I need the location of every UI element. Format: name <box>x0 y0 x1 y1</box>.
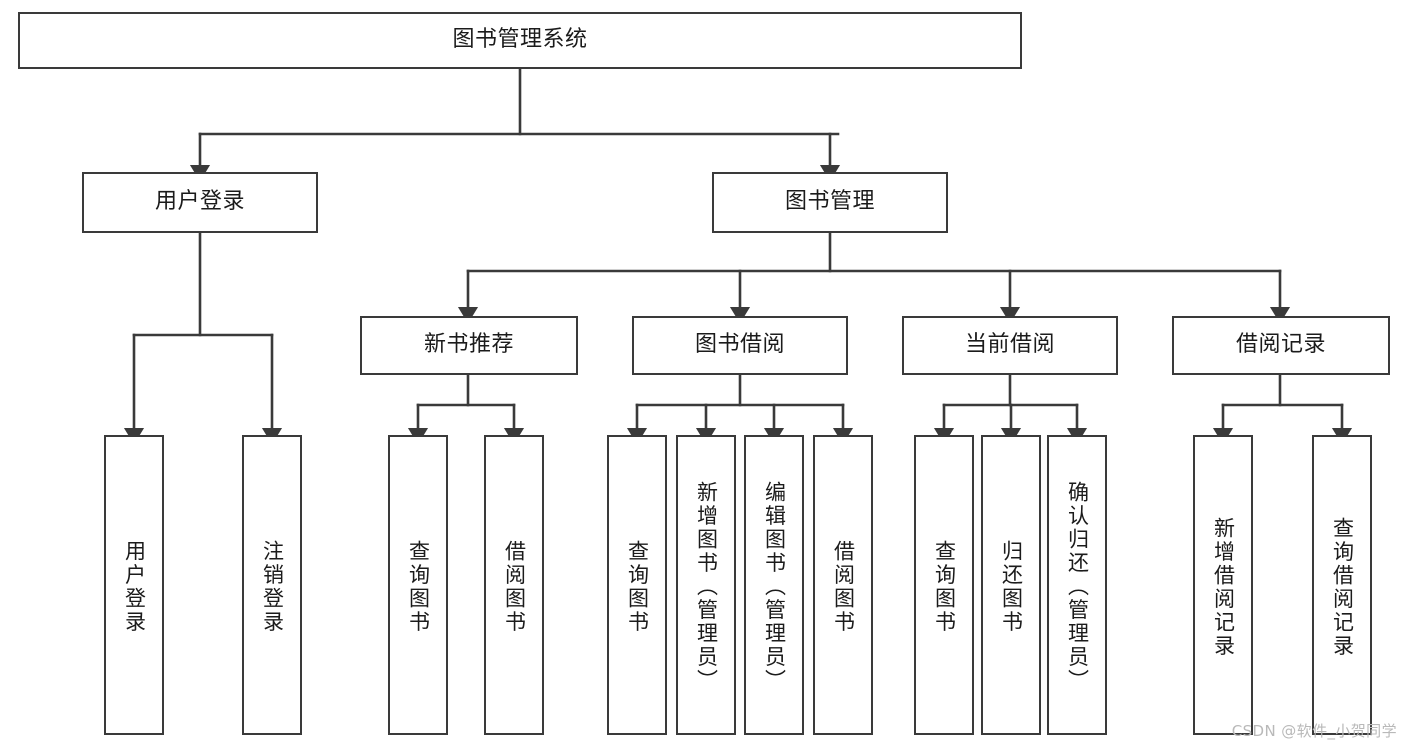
node-current-borrow-label: 当前借阅 <box>964 332 1055 358</box>
node-new-book-recommend[interactable]: 新书推荐 <box>360 316 578 375</box>
leaf-borrow-record-2-label: 查询借阅记录 <box>1330 516 1355 658</box>
leaf-current-borrow-3[interactable]: 确认归还（管理员） <box>1047 435 1107 735</box>
leaf-current-borrow-2-label: 归还图书 <box>999 540 1024 634</box>
node-book-borrow-label: 图书借阅 <box>694 332 785 358</box>
leaf-borrow-record-1[interactable]: 新增借阅记录 <box>1193 435 1253 735</box>
node-user-login-label: 用户登录 <box>154 189 245 215</box>
node-current-borrow[interactable]: 当前借阅 <box>902 316 1118 375</box>
leaf-book-borrow-1[interactable]: 查询图书 <box>607 435 667 735</box>
leaf-current-borrow-1[interactable]: 查询图书 <box>914 435 974 735</box>
node-root[interactable]: 图书管理系统 <box>18 12 1022 69</box>
node-book-borrow[interactable]: 图书借阅 <box>632 316 848 375</box>
leaf-current-borrow-3-label: 确认归还（管理员） <box>1065 481 1090 693</box>
leaf-book-borrow-2[interactable]: 新增图书（管理员） <box>676 435 736 735</box>
leaf-user-login-1[interactable]: 用户登录 <box>104 435 164 735</box>
leaf-current-borrow-1-label: 查询图书 <box>932 540 957 634</box>
leaf-book-borrow-1-label: 查询图书 <box>625 540 650 634</box>
node-borrow-record-label: 借阅记录 <box>1235 332 1326 358</box>
leaf-new-book-2[interactable]: 借阅图书 <box>484 435 544 735</box>
node-borrow-record[interactable]: 借阅记录 <box>1172 316 1390 375</box>
leaf-book-borrow-4-label: 借阅图书 <box>831 540 856 634</box>
leaf-book-borrow-4[interactable]: 借阅图书 <box>813 435 873 735</box>
leaf-new-book-2-label: 借阅图书 <box>502 540 527 634</box>
leaf-current-borrow-2[interactable]: 归还图书 <box>981 435 1041 735</box>
node-book-manage[interactable]: 图书管理 <box>712 172 948 233</box>
leaf-borrow-record-2[interactable]: 查询借阅记录 <box>1312 435 1372 735</box>
leaf-book-borrow-2-label: 新增图书（管理员） <box>694 481 719 693</box>
node-user-login[interactable]: 用户登录 <box>82 172 318 233</box>
leaf-book-borrow-3[interactable]: 编辑图书（管理员） <box>744 435 804 735</box>
leaf-new-book-1[interactable]: 查询图书 <box>388 435 448 735</box>
leaf-user-login-2-label: 注销登录 <box>260 540 285 634</box>
node-root-label: 图书管理系统 <box>452 27 588 53</box>
leaf-book-borrow-3-label: 编辑图书（管理员） <box>762 481 787 693</box>
leaf-user-login-1-label: 用户登录 <box>122 540 147 634</box>
leaf-new-book-1-label: 查询图书 <box>406 540 431 634</box>
node-new-book-recommend-label: 新书推荐 <box>423 332 514 358</box>
leaf-user-login-2[interactable]: 注销登录 <box>242 435 302 735</box>
leaf-borrow-record-1-label: 新增借阅记录 <box>1211 516 1236 658</box>
node-book-manage-label: 图书管理 <box>784 189 875 215</box>
